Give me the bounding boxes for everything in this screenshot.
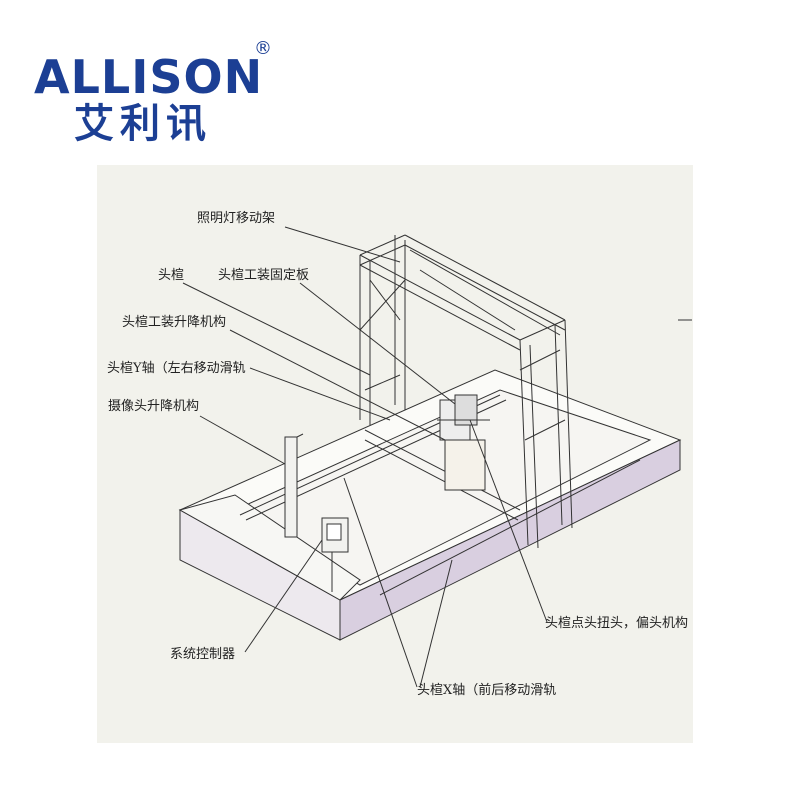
- label-system-controller: 系统控制器: [170, 647, 235, 662]
- camera-lift: [284, 433, 304, 538]
- label-point-twist-mech: 头楦点头扭头，偏头机构: [545, 616, 688, 631]
- registered-mark: ®: [254, 38, 272, 59]
- leader-lines: [182, 226, 692, 688]
- logo-chinese-wordmark: 艾利讯: [74, 101, 212, 147]
- label-head-form-fixture-plate: 头楦工装固定板: [218, 268, 309, 283]
- label-head-form-lift: 头楦工装升降机构: [122, 315, 226, 330]
- label-y-axis-rail: 头楦Y轴（左右移动滑轨: [107, 361, 246, 376]
- end-block-top: [178, 494, 361, 601]
- brand-logo: ALLISON ® 艾利讯: [34, 40, 274, 160]
- lighting-frame: [359, 234, 573, 549]
- system-controller: [321, 517, 349, 592]
- head-form-assembly: [437, 394, 490, 491]
- callout-labels: 照明灯移动架 头楦 头楦工装固定板 头楦工装升降机构 头楦Y轴（左右移动滑轨 摄…: [107, 211, 688, 698]
- label-head-form: 头楦: [158, 268, 184, 283]
- label-lighting-frame: 照明灯移动架: [197, 211, 275, 226]
- label-camera-lift: 摄像头升降机构: [108, 399, 199, 414]
- logo-wordmark: ALLISON: [34, 50, 264, 104]
- label-x-axis-rail: 头楦X轴（前后移动滑轨: [417, 682, 556, 698]
